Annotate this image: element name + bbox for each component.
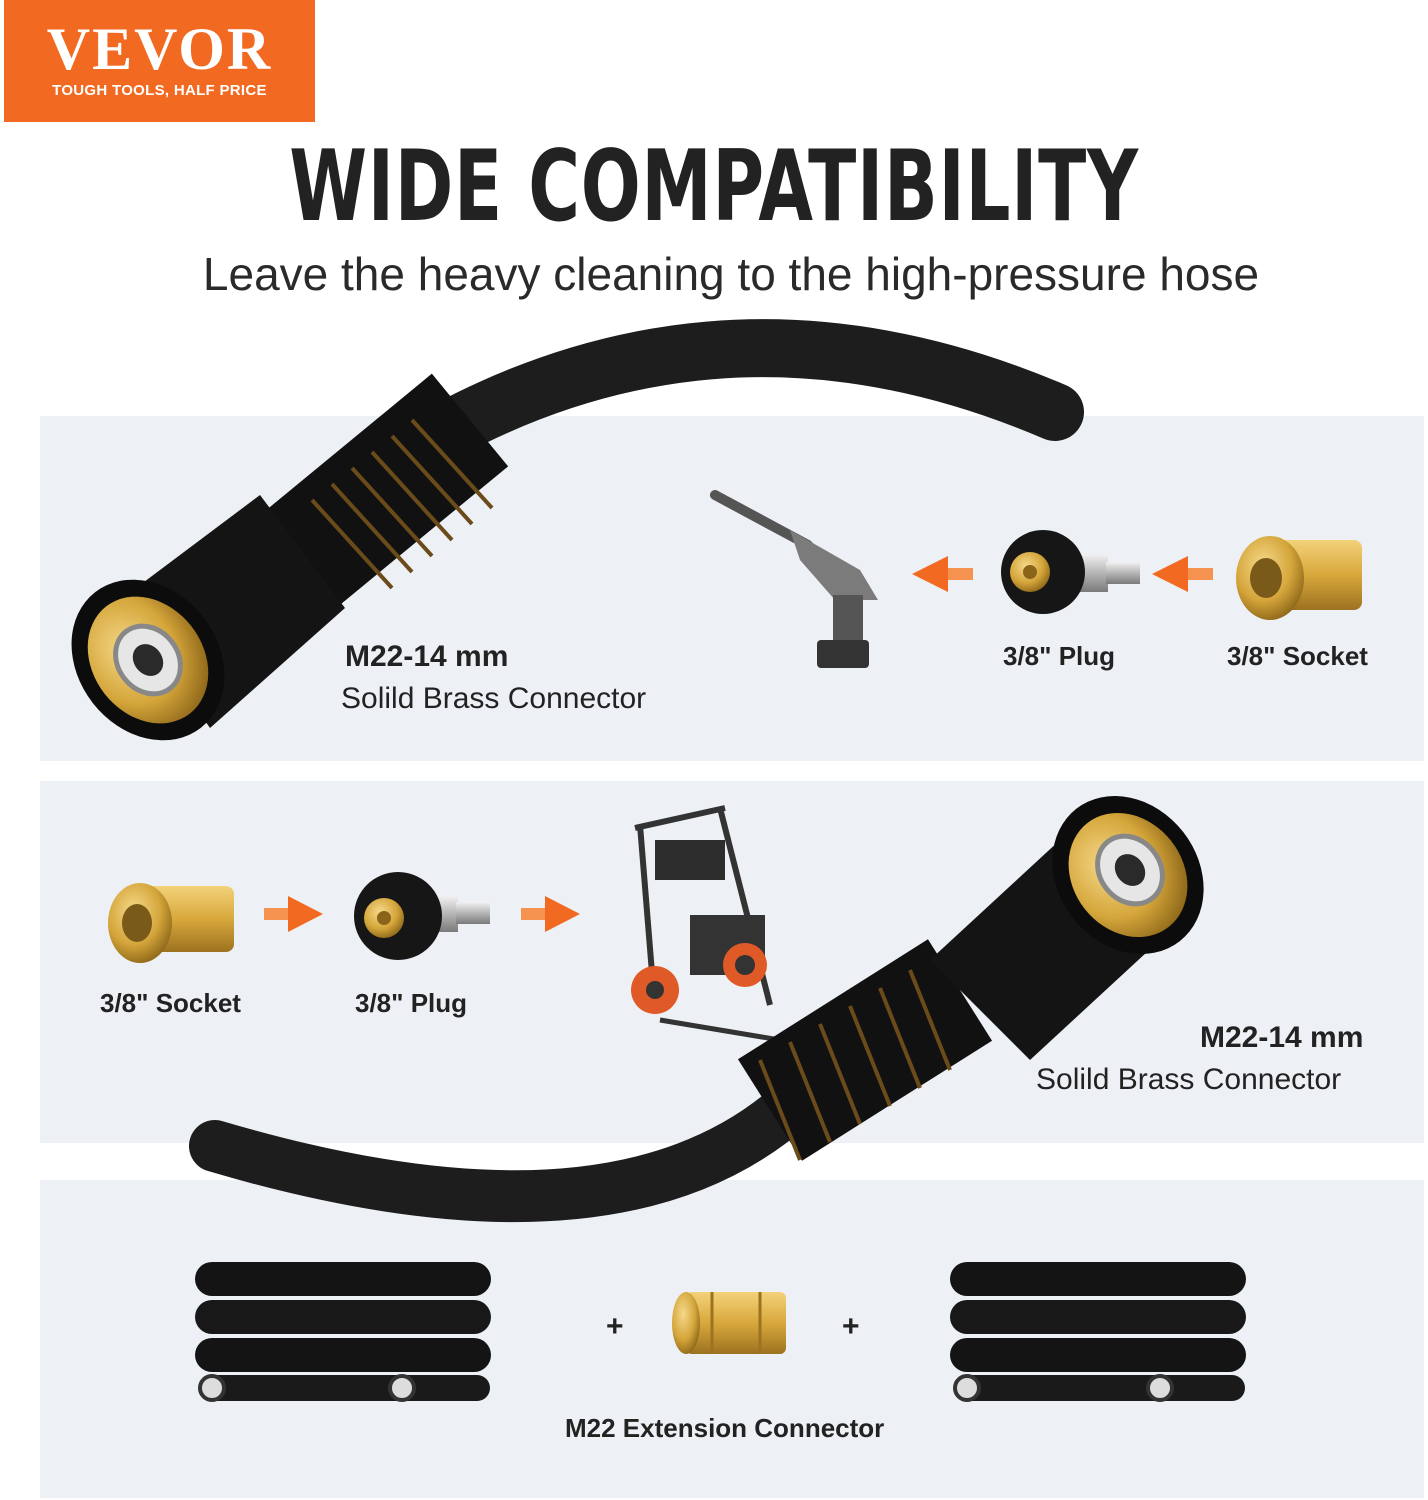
middle-plug-label: 3/8" Plug (355, 988, 468, 1018)
extension-connector-label: M22 Extension Connector (565, 1413, 885, 1443)
arrow-right-icon (264, 896, 323, 932)
top-plug-label: 3/8" Plug (1003, 641, 1116, 671)
logo-brand: VEVOR (46, 16, 273, 82)
pressure-washer-icon (631, 805, 781, 1043)
extension-connector-icon (672, 1292, 786, 1354)
vevor-logo: VEVOR TOUGH TOOLS, HALF PRICE (4, 0, 315, 122)
coiled-hose-icon (195, 1262, 491, 1402)
headline: WIDE COMPATIBILITY (289, 130, 1139, 244)
plug-icon (1001, 530, 1140, 614)
arrow-left-icon (912, 556, 973, 592)
top-connector-desc: Solild Brass Connector (341, 682, 647, 715)
bottom-hose-icon (189, 796, 1204, 1223)
socket-icon (108, 883, 234, 963)
top-hose-icon (71, 319, 1084, 741)
subheadline: Leave the heavy cleaning to the high-pre… (202, 248, 1260, 300)
plus-sign-left: + (606, 1310, 624, 1343)
top-socket-label: 3/8" Socket (1227, 641, 1368, 671)
socket-icon (1236, 536, 1362, 620)
logo-tagline: TOUGH TOOLS, HALF PRICE (52, 82, 267, 99)
spray-gun-icon (710, 490, 878, 668)
arrow-left-icon (1152, 556, 1213, 592)
middle-connector-size: M22-14 mm (1200, 1021, 1364, 1054)
middle-socket-label: 3/8" Socket (100, 988, 241, 1018)
middle-connector-desc: Solild Brass Connector (1036, 1063, 1342, 1096)
coiled-hose-icon (950, 1262, 1246, 1402)
arrow-right-icon (521, 896, 580, 932)
plus-sign-right: + (842, 1310, 860, 1343)
top-connector-size: M22-14 mm (345, 640, 509, 673)
plug-icon (354, 872, 490, 960)
